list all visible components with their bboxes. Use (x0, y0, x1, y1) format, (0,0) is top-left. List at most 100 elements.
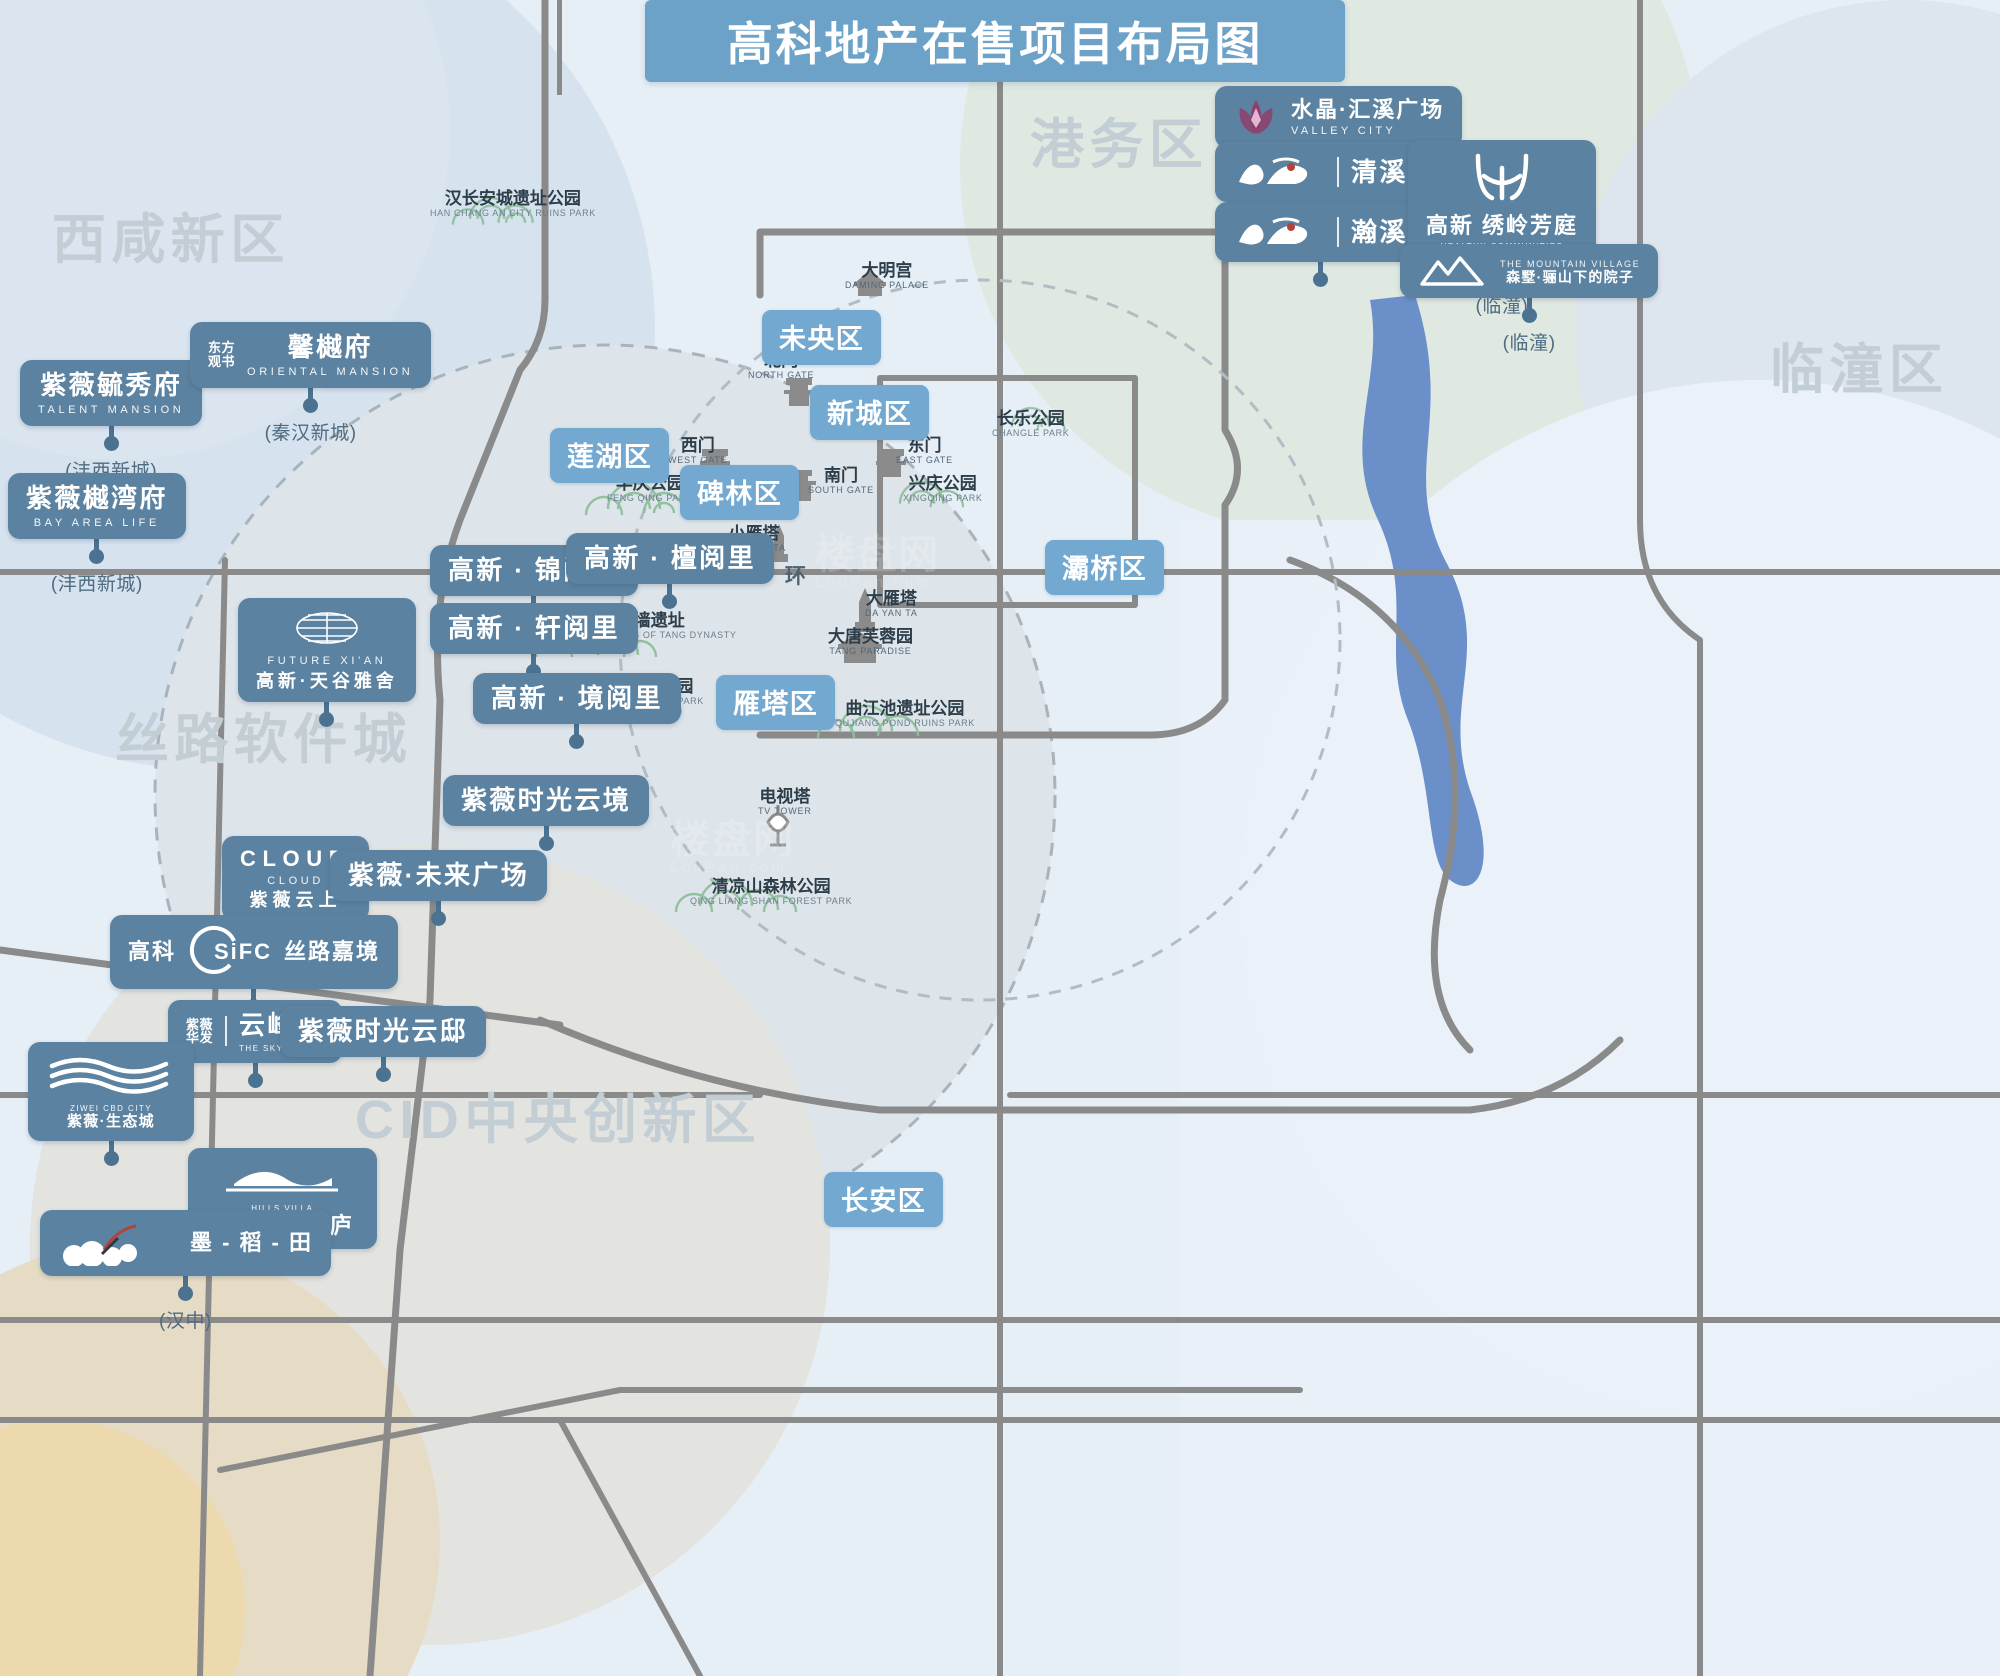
project-plate[interactable]: 清溪 (1215, 142, 1426, 202)
project-name-cn: 紫薇时光云邸 (298, 1016, 469, 1046)
project-name-en: BAY AREA LIFE (33, 516, 160, 529)
project-marker[interactable]: 东方观书 馨樾府 ORIENTAL MANSION (秦汉新城) (190, 322, 432, 445)
project-marker[interactable]: 紫薇·未来广场 (330, 850, 548, 926)
pin-stem (543, 824, 549, 838)
park-name-en: CITY WALL RELICS OF TANG DYNASTY (548, 629, 737, 640)
project-logo-text: SiFC (213, 939, 273, 965)
sifc-ring-icon (189, 926, 236, 974)
pin-stem (324, 701, 330, 715)
developer-mark: 紫薇华发 (186, 1016, 214, 1046)
project-marker[interactable]: 紫薇时光云境 (443, 775, 650, 851)
pin-dot (89, 548, 105, 564)
pin-stem (108, 1139, 114, 1153)
project-name-en: THE SKY PEAK (239, 1043, 314, 1053)
project-marker[interactable]: 高新 · 境阅里 (473, 673, 681, 749)
region-label: 临潼区 (1770, 340, 1949, 400)
project-name-en: ORIENTAL MANSION (247, 365, 414, 378)
district-chip[interactable]: 长安区 (824, 1172, 944, 1227)
project-plate[interactable]: 紫薇时光云邸 (280, 1006, 487, 1057)
park-name-cn: 清凉山森林公园 (711, 877, 831, 896)
district-chip[interactable]: 新城区 (810, 385, 930, 440)
project-marker[interactable]: 高新 · 轩阅里 (430, 603, 638, 679)
district-chip[interactable]: 雁塔区 (716, 675, 836, 730)
park-name-en: QUJIANG POND RUINS PARK (835, 717, 975, 728)
project-plate[interactable]: 东方观书 馨樾府 ORIENTAL MANSION (190, 322, 432, 388)
project-plate[interactable]: 墨 - 稻 - 田 (40, 1210, 331, 1276)
park-name-cn: 兴庆公园 (908, 474, 977, 493)
project-plate[interactable]: 紫薇·未来广场 (330, 850, 548, 901)
project-district-note: (临潼) (1475, 295, 1529, 317)
mountain-icon (1420, 256, 1484, 286)
pin-stem (380, 1055, 386, 1069)
pin-dot (375, 1066, 391, 1082)
pin-dot (662, 593, 678, 609)
pin-stem (667, 582, 673, 596)
project-name-cn: 高新 · 轩阅里 (448, 613, 620, 643)
wave-icon (49, 1057, 169, 1094)
project-plate[interactable]: 高新 · 轩阅里 (430, 603, 638, 654)
hills-icon (226, 1171, 339, 1192)
project-name-en: HILLS VILLA (251, 1204, 314, 1213)
pin-stem (1317, 261, 1323, 274)
developer-mark: 东方观书 (208, 340, 236, 369)
project-district-note: (秦汉新城) (264, 422, 357, 444)
lotus-icon (1239, 100, 1273, 134)
park-name-cn: 长乐公园 (996, 409, 1065, 428)
pin-dot (1312, 272, 1328, 287)
pin-stem (531, 594, 537, 608)
region-label: 港务区 (1030, 115, 1209, 175)
park-name-cn: 曲江池遗址公园 (845, 699, 965, 718)
project-marker[interactable]: 墨 - 稻 - 田(汉中) (40, 1210, 331, 1333)
landmark-name-en: TANG PARADISE (829, 645, 912, 656)
project-marker[interactable]: 瀚溪 (1215, 202, 1426, 287)
landmark-name-cn: 大雁塔 (865, 589, 917, 608)
project-marker[interactable]: 高新 · 檀阅里 (566, 533, 774, 609)
park-name-en: HAN CHANG AN CITY RUINS PARK (430, 207, 596, 218)
landmark-name-cn: 大唐芙蓉园 (828, 627, 913, 646)
project-plate[interactable]: 高新 · 檀阅里 (566, 533, 774, 584)
project-plate[interactable]: 高新 · 境阅里 (473, 673, 681, 724)
district-chip[interactable]: 灞桥区 (1045, 540, 1165, 595)
project-plate[interactable]: 瀚溪 (1215, 202, 1426, 262)
pin-stem (531, 652, 537, 666)
page-title: 高科地产在售项目布局图 (645, 0, 1345, 82)
region-label: CID中央创新区 (355, 1090, 762, 1150)
project-name-cn: 瀚溪 (1351, 216, 1408, 247)
district-chip[interactable]: 碑林区 (680, 465, 800, 520)
district-chip[interactable]: 未央区 (762, 310, 882, 365)
landmark-name-en: TV TOWER (758, 805, 812, 816)
district-chip[interactable]: 莲湖区 (550, 428, 670, 483)
park-name-en: FENG QING PARK (607, 492, 693, 503)
project-marker[interactable]: 高新 绣岭芳庭HEALTHY COMMUNITIES (临潼) (1408, 140, 1596, 318)
project-name-en: CLOUD (267, 874, 324, 887)
region-label: 西咸新区 (52, 210, 290, 270)
project-plate[interactable]: 紫薇时光云境 (443, 775, 650, 826)
project-marker[interactable]: 紫薇时光云邸 (280, 1006, 487, 1082)
project-name-cn: 馨樾府 (287, 332, 373, 362)
project-name-en: TALENT MANSION (38, 403, 185, 416)
project-district-note: (临潼) (1502, 333, 1556, 354)
project-marker[interactable]: 清溪 (1215, 142, 1426, 227)
project-plate[interactable]: 高新 绣岭芳庭HEALTHY COMMUNITIES (1408, 140, 1596, 261)
